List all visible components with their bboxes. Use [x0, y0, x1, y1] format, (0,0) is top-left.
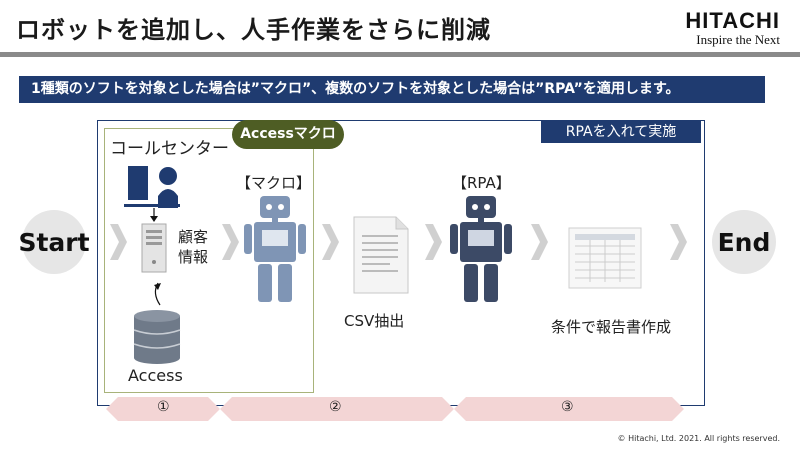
logo-brand: HITACHI: [685, 8, 780, 33]
access-label: Access: [128, 366, 183, 385]
report-sheet-icon: [568, 227, 642, 289]
callcenter-label: コールセンター: [110, 139, 229, 159]
customer-info-label-line2: 情報: [178, 248, 209, 266]
chevron-arrow-icon: [222, 224, 239, 260]
rpa-robot-icon: [450, 196, 512, 302]
down-arrow-icon: [150, 208, 158, 222]
summary-banner: 1種類のソフトを対象とした場合は”マクロ”、複数のソフトを対象とした場合は”RP…: [19, 76, 765, 103]
copyright-footer: © Hitachi, Ltd. 2021. All rights reserve…: [617, 434, 780, 443]
slide-title: ロボットを追加し、人手作業をさらに削減: [16, 16, 491, 44]
chevron-arrow-icon: [110, 224, 127, 260]
operator-desk-icon: [124, 166, 180, 208]
title-divider: [0, 52, 800, 57]
rpa-badge: RPAを入れて実施: [541, 121, 701, 143]
chevron-arrow-icon: [425, 224, 442, 260]
macro-label: 【マクロ】: [236, 174, 312, 192]
report-creation-label: 条件で報告書作成: [551, 318, 672, 336]
end-node: End: [712, 210, 776, 274]
csv-document-icon: [353, 216, 409, 294]
phase-label-1: ①: [157, 399, 170, 415]
phase-label-2: ②: [329, 399, 342, 415]
rpa-label: 【RPA】: [452, 174, 511, 192]
server-icon: [141, 223, 167, 273]
chevron-arrow-icon: [531, 224, 548, 260]
macro-robot-icon: [244, 196, 306, 302]
hitachi-logo: HITACHI Inspire the Next: [685, 8, 780, 48]
customer-info-label-line1: 顧客: [178, 228, 209, 246]
start-node: Start: [18, 210, 90, 274]
phase-band-2: [220, 397, 454, 421]
database-icon: [133, 310, 181, 364]
phase-label-3: ③: [561, 399, 574, 415]
access-macro-badge: Accessマクロ: [232, 120, 344, 149]
up-arrow-icon: [154, 282, 161, 306]
chevron-arrow-icon: [322, 224, 339, 260]
chevron-arrow-icon: [670, 224, 687, 260]
phase-band-3: [454, 397, 684, 421]
logo-tagline: Inspire the Next: [696, 32, 780, 47]
csv-extract-label: CSV抽出: [344, 312, 405, 330]
phase-band-1: [106, 397, 220, 421]
